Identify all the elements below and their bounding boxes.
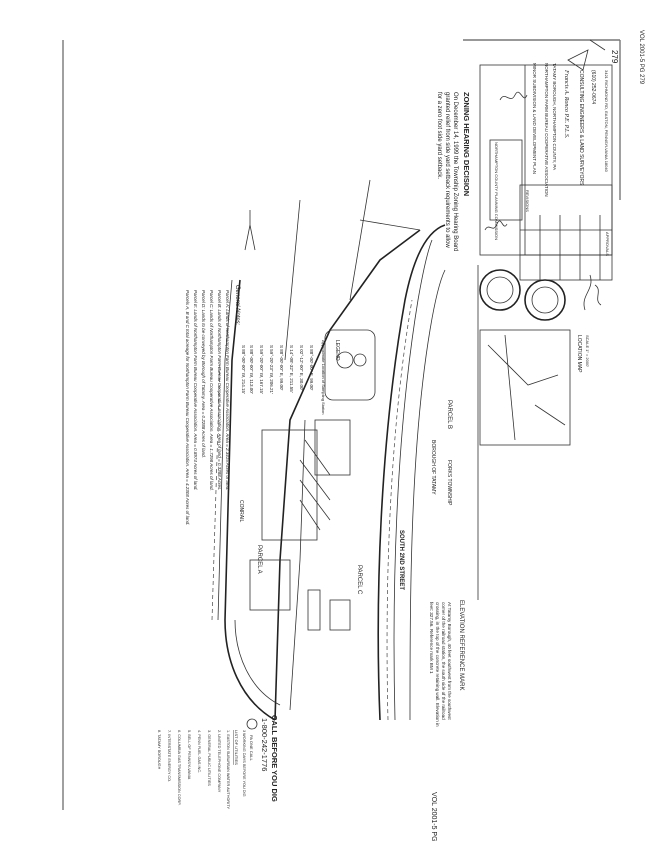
parcel-a-label: PARCEL A <box>256 545 262 574</box>
planning-commission: NORTHAMPTON COUNTY PLANNING COMMISSION <box>494 142 499 240</box>
utility-item: 4. PENN FUEL GAS INC. <box>197 730 201 773</box>
firm-name: CONSULTING ENGINEERS & LAND SURVEYORS <box>578 70 584 186</box>
bearing: S 88°-00'-00" E, 99.00' <box>309 345 314 391</box>
utility-item: 7. INTERSTATE ENERGY CO. <box>167 730 171 782</box>
title-block: MINOR SUBDIVISION & LAND DEVELOPMENT PLA… <box>479 39 613 281</box>
general-note: Parcels A, B and C total acreage for Nor… <box>185 290 190 525</box>
plan-title: MINOR SUBDIVISION & LAND DEVELOPMENT PLA… <box>532 63 537 174</box>
zoning-hearing-decision: ZONING HEARING DECISION On December 14, … <box>436 92 471 251</box>
bearing: S 59°-20'-23" W, 206.21' <box>269 345 274 394</box>
bearing: S 14°-08'-32" E, 211.55' <box>289 345 294 393</box>
recording-stamp: VOL 2001-5 PG 279 <box>638 30 644 85</box>
legend-title: LEGEND <box>334 340 340 361</box>
dig-logo-text: PA ONE CALL <box>249 735 254 761</box>
parcel-c-label: PARCEL C <box>356 565 362 595</box>
bearing: S 02°-12'-00" E, 30.00' <box>299 345 304 391</box>
legend: LEGEND Approximate Location of Sampling … <box>241 210 340 415</box>
location-map: LOCATION MAP SCALE 1" = 2000' <box>479 329 590 446</box>
general-note: Parcel B: Lands of Northampton Farm Bure… <box>217 290 222 490</box>
general-note: Parcel E: Lands of Northampton Farm Bure… <box>193 290 198 490</box>
signature-icon <box>583 274 602 311</box>
pa-one-call-logo-icon <box>246 718 258 730</box>
project-name: NORTHAMPTON FARM BUREAU COOPERATIVE ASSO… <box>544 63 549 197</box>
utility-item: 8. TATAMY BOROUGH <box>157 730 161 770</box>
street-label: SOUTH 2ND STREET <box>398 530 404 590</box>
north-arrow-icon <box>244 210 256 251</box>
engineer-name: Francis A. Ronco P.E. P.L.S. <box>563 69 569 138</box>
bearing: S 88°-00'-00" W, 214.15' <box>241 345 246 394</box>
general-notes: General Notes: Parcel A: Lands of Northa… <box>185 285 240 525</box>
zoning-text-line: On December 14, 1999 the Township Zoning… <box>452 92 458 251</box>
firm-logo-icon <box>567 39 606 71</box>
surveyor-seal-icon <box>524 279 566 321</box>
utility-item: 5. BELL OF PENNSYLVANIA <box>187 730 191 780</box>
project-location: TATAMY BOROUGH, NORTHAMPTON COUNTY, PA <box>552 63 557 170</box>
elevation-title: ELEVATION REFERENCE MARK <box>458 600 464 690</box>
parcel-b-label: PARCEL B <box>446 400 452 429</box>
firm-phone: (610) 252-0674 <box>590 70 596 104</box>
approvals-label: APPROVALS <box>605 232 610 256</box>
dig-title: CALL BEFORE YOU DIG <box>270 715 279 802</box>
page-mark: 279 <box>610 50 619 64</box>
elevation-text: At Tatamy Borough, 40 feet southwest fro… <box>429 602 452 727</box>
call-before-you-dig: CALL BEFORE YOU DIG 1-800-242-1776 PA ON… <box>157 715 279 810</box>
utility-item: 1. EASTON SUBURBAN WATER AUTHORITY <box>226 730 230 810</box>
firm-address: 3421 RICHMOND RD, EASTON, PENNSYLVANIA 1… <box>604 70 609 173</box>
location-map-scale: SCALE 1" = 2000' <box>585 335 590 367</box>
signature-icon <box>484 220 508 231</box>
railroad-label: CONRAIL <box>238 500 244 522</box>
legend-note: Approximate Location of Sampling Station <box>321 340 326 415</box>
utilities-title: LIST OF UTILITIES <box>234 730 239 765</box>
zoning-text-line: for a zero foot side yard setback. <box>436 92 442 179</box>
elevation-reference: ELEVATION REFERENCE MARK At Tatamy Borou… <box>429 600 464 727</box>
general-note: Parcel C: Lands of Northampton Farm Bure… <box>209 290 214 491</box>
location-map-title: LOCATION MAP <box>576 335 582 373</box>
site-plan-drawing <box>211 179 446 721</box>
utility-item: 6. COLUMBIA GAS TRANSMISSION CORP. <box>177 730 181 805</box>
bearing: S 88°-00'-00" W, 113.00' <box>249 345 254 394</box>
signature-icon <box>499 91 528 101</box>
bearing: S 59°-20'-00" W, 167.15' <box>259 345 264 394</box>
road-label: BOROUGH OF TATAMY <box>430 440 436 495</box>
zoning-title: ZONING HEARING DECISION <box>462 92 471 196</box>
bearing: S 88°-00'-00" E, 99.00' <box>279 345 284 391</box>
general-note: Parcel A: Lands of Northampton Farm Bure… <box>225 290 230 490</box>
general-note: Parcel D: Lands to be conveyed by Boroug… <box>201 290 206 458</box>
engineer-seal-icon <box>479 269 521 311</box>
dig-subtitle: 3 WORKING DAYS BEFORE YOU DIG <box>242 730 246 797</box>
zoning-text-line: granted relief from side yard setback re… <box>444 92 450 248</box>
recording-stamp-bottom: VOL 2001-5 PG 279 <box>430 792 437 841</box>
revisions-label: REVISIONS <box>525 190 530 212</box>
township-label: FORKS TOWNSHIP <box>446 460 452 506</box>
utility-item: 3. GENERAL PUBLIC UTILITIES <box>207 730 211 786</box>
utility-item: 2. UNITED TELEPHONE COMPANY <box>217 730 221 793</box>
dig-phone: 1-800-242-1776 <box>260 718 269 771</box>
